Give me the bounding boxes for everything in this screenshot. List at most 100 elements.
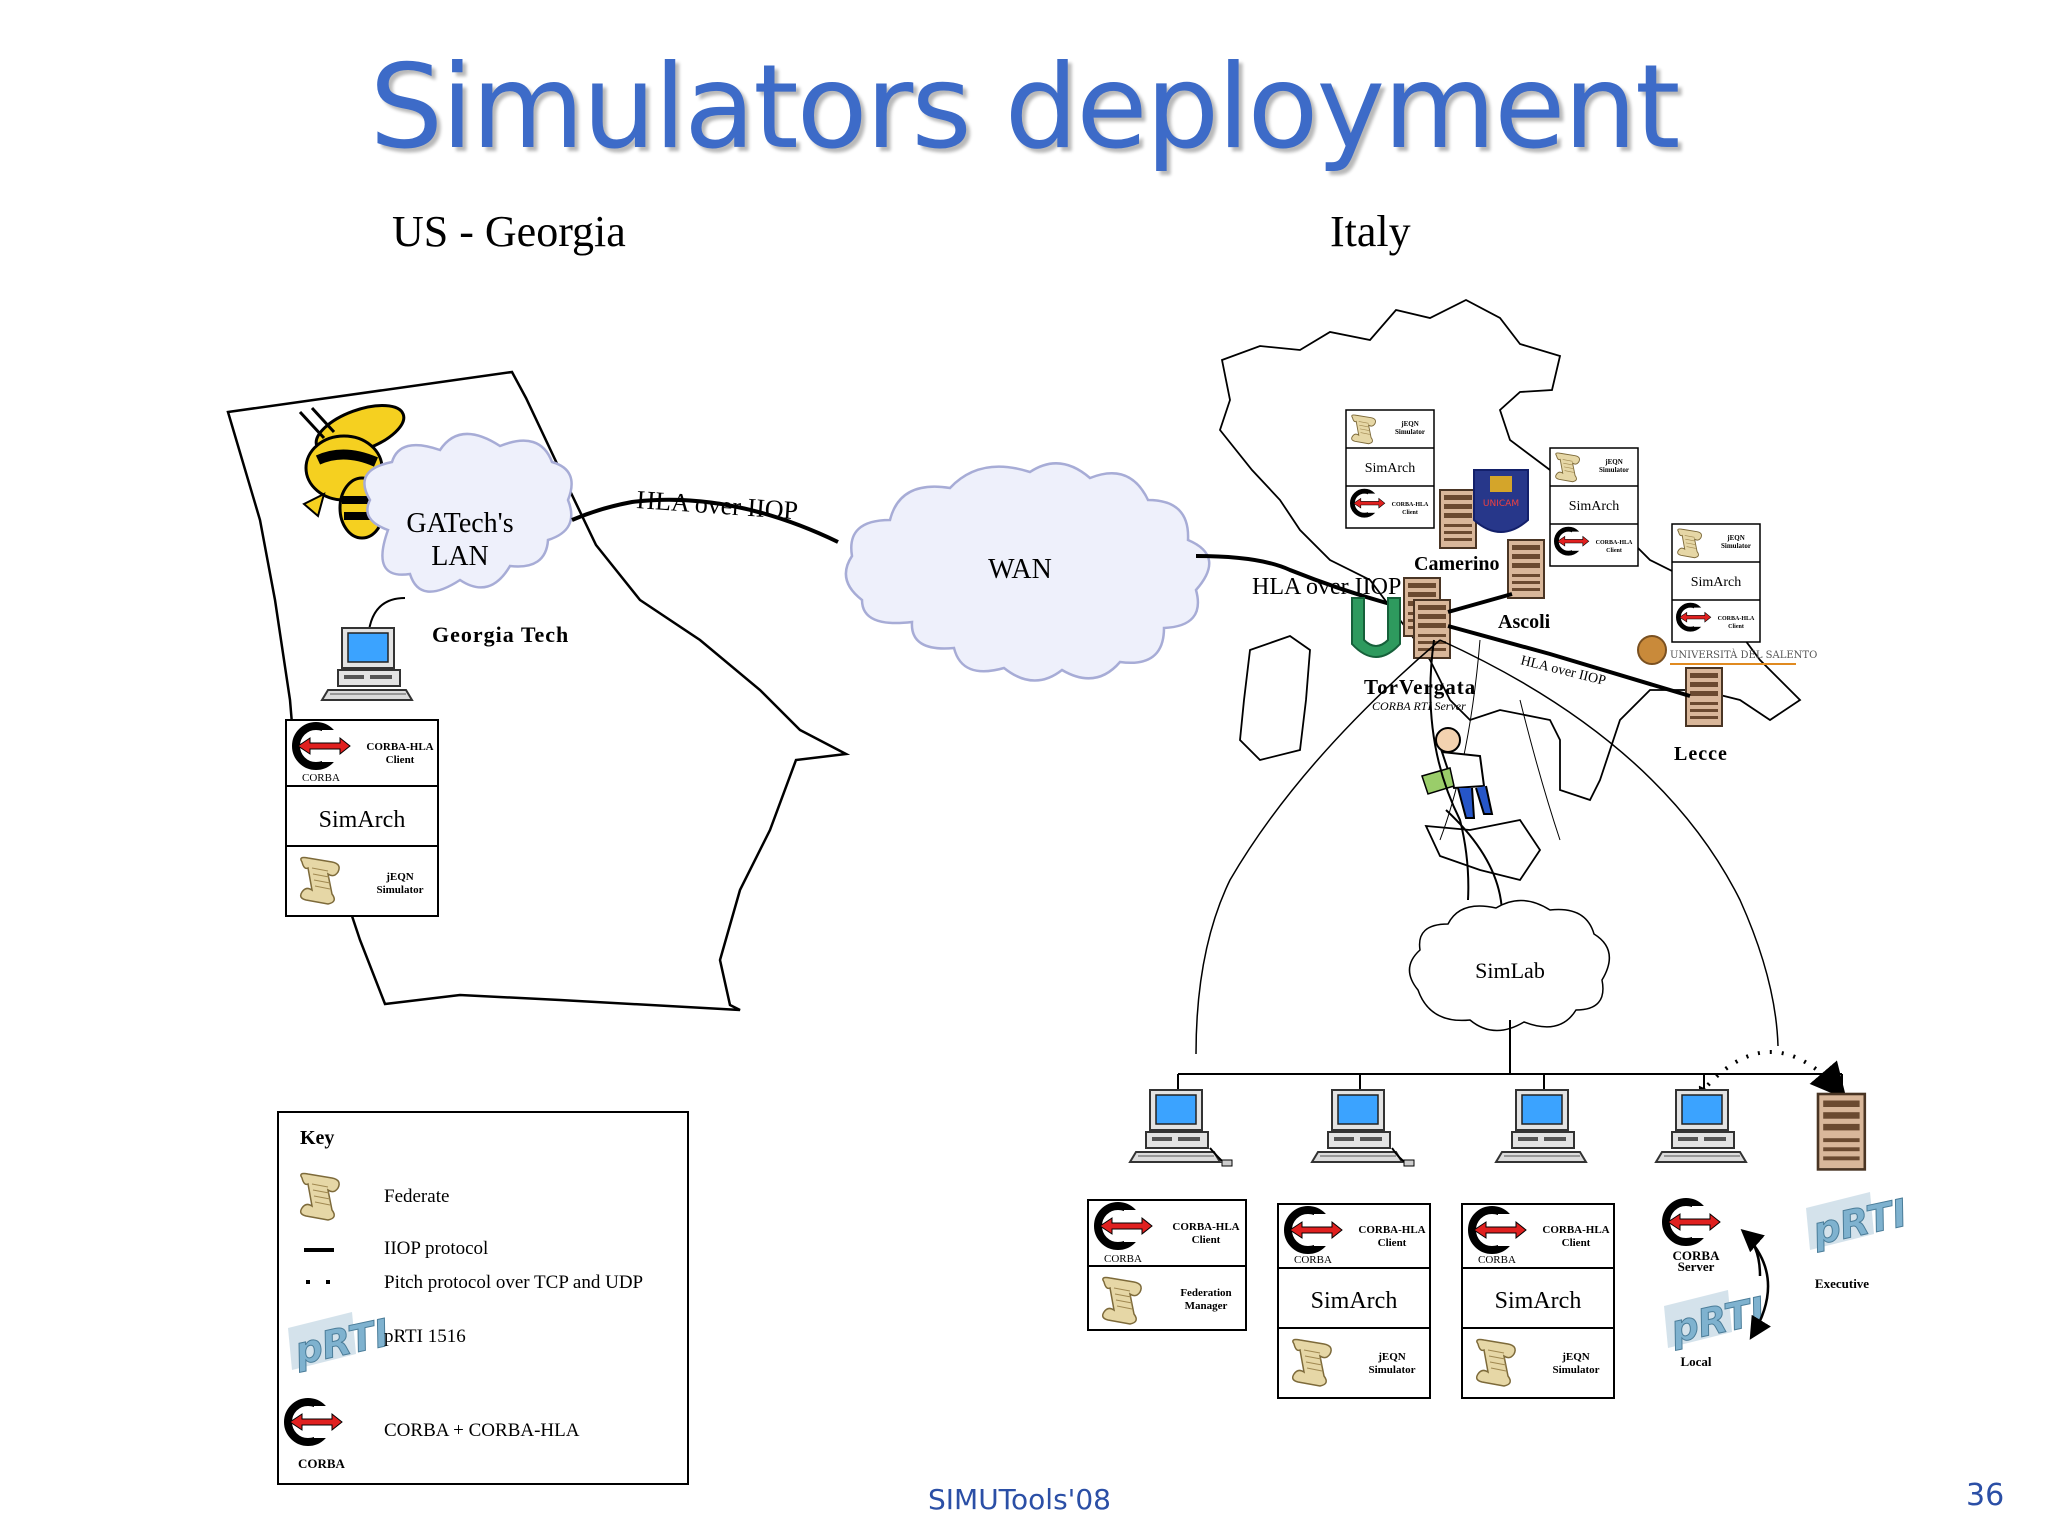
- svg-text:Client: Client: [1378, 1237, 1407, 1249]
- computer-icon: [321, 627, 413, 701]
- svg-text:CORBA: CORBA: [1478, 1254, 1516, 1266]
- svg-text:Client: Client: [1728, 624, 1744, 630]
- svg-text:Simulator: Simulator: [1552, 1364, 1599, 1376]
- stack-client: Client: [386, 754, 415, 766]
- region-label-us: US - Georgia: [392, 207, 626, 256]
- svg-text:CORBA-HLA: CORBA-HLA: [1392, 502, 1429, 508]
- lecce-stack: jEQN Simulator SimArch CORBA-HLA Client: [1671, 523, 1761, 643]
- legend-corba: CORBA + CORBA-HLA: [384, 1420, 580, 1441]
- simulator-stack-3: CORBA-HLA Client CORBA SimArch jEQN Simu…: [1461, 1203, 1615, 1399]
- svg-text:CORBA: CORBA: [1104, 1253, 1142, 1265]
- corba-logo-icon: [296, 726, 350, 766]
- legend-iiop: IIOP protocol: [384, 1238, 488, 1259]
- scientist-icon: [1421, 727, 1494, 819]
- unicam-seal-icon: UNICAM: [1473, 469, 1529, 533]
- svg-text:SimArch: SimArch: [1569, 499, 1620, 514]
- svg-text:Client: Client: [1606, 548, 1622, 554]
- stack-corba: CORBA: [302, 772, 340, 784]
- georgia-tech-label: Georgia Tech: [432, 622, 569, 647]
- legend-title: Key: [300, 1127, 334, 1149]
- svg-text:CORBA-HLA: CORBA-HLA: [1542, 1224, 1609, 1236]
- page-number: 36: [1966, 1478, 2005, 1513]
- legend-box: Key Federate IIOP protocol Pitch protoco…: [277, 1111, 689, 1485]
- svg-text:UNIVERSITÀ DEL SALENTO: UNIVERSITÀ DEL SALENTO: [1670, 649, 1817, 661]
- stack-simarch: SimArch: [319, 807, 406, 833]
- svg-text:SimArch: SimArch: [1495, 1288, 1582, 1314]
- corba-logo-icon: [288, 1402, 342, 1442]
- svg-text:Client: Client: [1402, 510, 1418, 516]
- tor-vergata-sub-label: CORBA RTI Server: [1372, 699, 1466, 713]
- stack-simulator: Simulator: [376, 884, 423, 896]
- wan-label: WAN: [988, 554, 1052, 585]
- corba-server-group: CORBA Server Local: [1663, 1202, 1771, 1369]
- tor-vergata-label: TorVergata: [1364, 675, 1476, 699]
- lecce-server-icon: [1685, 667, 1723, 727]
- camerino-label: Camerino: [1414, 553, 1500, 575]
- svg-text:Simulator: Simulator: [1368, 1364, 1415, 1376]
- hla-iiop-label-2: HLA over IIOP: [1252, 574, 1401, 600]
- svg-text:CORBA: CORBA: [1673, 1248, 1721, 1263]
- hla-iiop-label-1: HLA over IIOP: [636, 485, 799, 525]
- svg-text:Simulator: Simulator: [1721, 542, 1751, 550]
- gatech-lan-label-2: LAN: [431, 541, 489, 572]
- svg-text:CORBA-HLA: CORBA-HLA: [1718, 616, 1755, 622]
- italy-map-outline: [1218, 298, 1802, 802]
- svg-text:Client: Client: [1562, 1237, 1591, 1249]
- svg-text:Server: Server: [1678, 1259, 1715, 1274]
- salento-logo-icon: UNIVERSITÀ DEL SALENTO: [1637, 635, 1817, 665]
- prti-logo-icon: [1805, 1190, 1912, 1255]
- svg-text:Simulator: Simulator: [1599, 466, 1629, 474]
- simlab-computer-1-icon: [1129, 1089, 1221, 1163]
- sicily-outline: [1424, 818, 1542, 882]
- svg-text:Executive: Executive: [1815, 1276, 1869, 1291]
- camerino-stack: jEQN Simulator SimArch CORBA-HLA Client: [1345, 409, 1435, 529]
- simlab-label: SimLab: [1475, 958, 1545, 983]
- svg-text:jEQN: jEQN: [1726, 534, 1745, 542]
- simulator-stack-2: CORBA-HLA Client CORBA SimArch jEQN Simu…: [1277, 1203, 1431, 1399]
- svg-text:SimArch: SimArch: [1365, 461, 1416, 476]
- camerino-server-icon: [1439, 489, 1477, 549]
- legend-corba-caption: CORBA: [298, 1456, 346, 1471]
- simlab-computer-4-icon: [1655, 1089, 1747, 1163]
- svg-text:CORBA-HLA: CORBA-HLA: [1172, 1221, 1239, 1233]
- svg-text:jEQN: jEQN: [1377, 1351, 1406, 1363]
- sardinia-outline: [1239, 634, 1311, 761]
- ascoli-server-icon: [1507, 539, 1545, 599]
- svg-text:CORBA-HLA: CORBA-HLA: [1596, 540, 1633, 546]
- region-label-italy: Italy: [1330, 207, 1411, 256]
- stack-corba-hla: CORBA-HLA: [366, 741, 433, 753]
- simlab-computer-2-icon: [1311, 1089, 1403, 1163]
- footer-text: SIMUTools'08: [928, 1483, 1111, 1516]
- svg-text:Federation: Federation: [1180, 1287, 1231, 1299]
- svg-text:jEQN: jEQN: [1400, 420, 1419, 428]
- svg-text:SimArch: SimArch: [1311, 1288, 1398, 1314]
- simlab-computer-3-icon: [1495, 1089, 1587, 1163]
- svg-text:CORBA-HLA: CORBA-HLA: [1358, 1224, 1425, 1236]
- ascoli-label: Ascoli: [1498, 611, 1551, 633]
- simlab-server-icon: [1816, 1092, 1867, 1171]
- stack-jeqn: jEQN: [385, 871, 414, 883]
- svg-text:CORBA: CORBA: [1294, 1254, 1332, 1266]
- legend-prti: pRTI 1516: [384, 1326, 466, 1347]
- legend-federate: Federate: [384, 1186, 449, 1207]
- lecce-label: Lecce: [1674, 743, 1728, 765]
- tor-vergata-logo-icon: [1351, 597, 1401, 658]
- ascoli-stack: jEQN Simulator SimArch CORBA-HLA Client: [1549, 447, 1639, 567]
- prti-logo-icon: [1663, 1288, 1770, 1353]
- svg-text:SimArch: SimArch: [1691, 575, 1742, 590]
- svg-text:Local: Local: [1680, 1354, 1711, 1369]
- svg-text:Manager: Manager: [1185, 1300, 1228, 1312]
- slide-title: Simulators deployment: [369, 40, 1681, 175]
- svg-text:Simulator: Simulator: [1395, 428, 1425, 436]
- svg-text:Client: Client: [1192, 1234, 1221, 1246]
- gatech-lan-label: GATech's: [406, 508, 513, 539]
- executive-group: Executive: [1805, 1190, 1912, 1291]
- gatech-lan-cloud: [363, 432, 573, 593]
- simlab-cloud: [1408, 899, 1611, 1032]
- legend-pitch: Pitch protocol over TCP and UDP: [384, 1272, 643, 1293]
- svg-text:jEQN: jEQN: [1561, 1351, 1590, 1363]
- svg-text:jEQN: jEQN: [1604, 458, 1623, 466]
- federation-manager-stack: CORBA-HLA Client CORBA Federation Manage…: [1087, 1199, 1247, 1331]
- georgia-stack: CORBA-HLA Client CORBA SimArch jEQN Simu…: [285, 719, 439, 917]
